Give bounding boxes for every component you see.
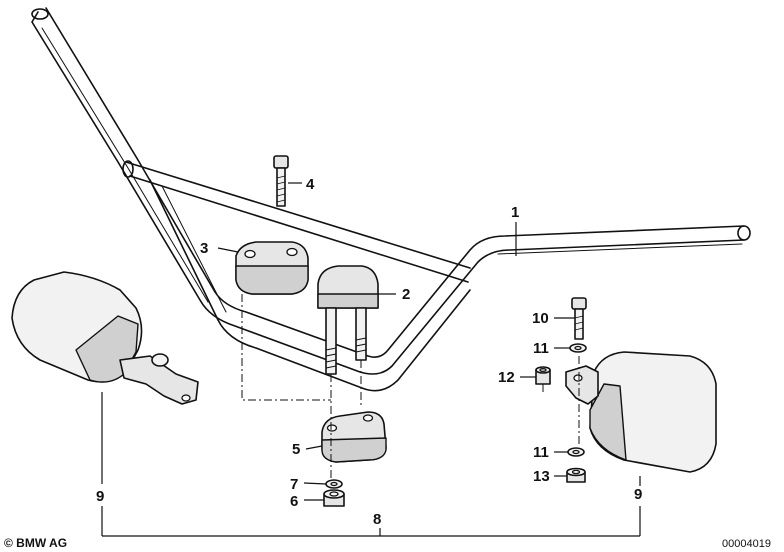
nut-part-6 — [323, 489, 345, 507]
clamp-top-part-3 — [235, 241, 309, 295]
callout-labels: 1 2 3 4 5 7 6 8 9 9 10 11 12 11 13 — [96, 176, 642, 528]
nut-part-13 — [566, 467, 586, 483]
washer-part-11-top — [569, 343, 587, 353]
spacer-part-12 — [535, 366, 551, 385]
hand-guard-right — [565, 351, 717, 473]
drawing-number: 00004019 — [722, 538, 771, 550]
bolt-part-10 — [571, 297, 587, 340]
washer-part-7 — [325, 479, 343, 489]
callout-8: 8 — [373, 511, 381, 528]
callout-9-right: 9 — [634, 486, 642, 503]
hand-guard-left — [11, 271, 199, 405]
callout-3: 3 — [200, 240, 208, 257]
riser-part-2 — [317, 265, 379, 375]
callout-11-bottom: 11 — [533, 444, 549, 461]
callout-1: 1 — [511, 204, 519, 221]
riser-lower-part-5 — [321, 411, 387, 463]
callout-10: 10 — [532, 310, 549, 327]
callout-11-top: 11 — [533, 340, 549, 357]
washer-part-11-bottom — [567, 447, 585, 457]
leader-lines — [101, 182, 641, 537]
callout-4: 4 — [306, 176, 315, 193]
handlebar — [31, 7, 751, 392]
callout-7: 7 — [290, 476, 298, 493]
callout-12: 12 — [498, 369, 515, 386]
callout-2: 2 — [402, 286, 410, 303]
callout-5: 5 — [292, 441, 300, 458]
callout-9-left: 9 — [96, 488, 104, 505]
callout-6: 6 — [290, 493, 298, 510]
assembly-lines — [241, 294, 580, 478]
copyright-notice: © BMW AG — [4, 536, 67, 550]
callout-13: 13 — [533, 468, 550, 485]
bolt-part-4 — [273, 155, 289, 207]
